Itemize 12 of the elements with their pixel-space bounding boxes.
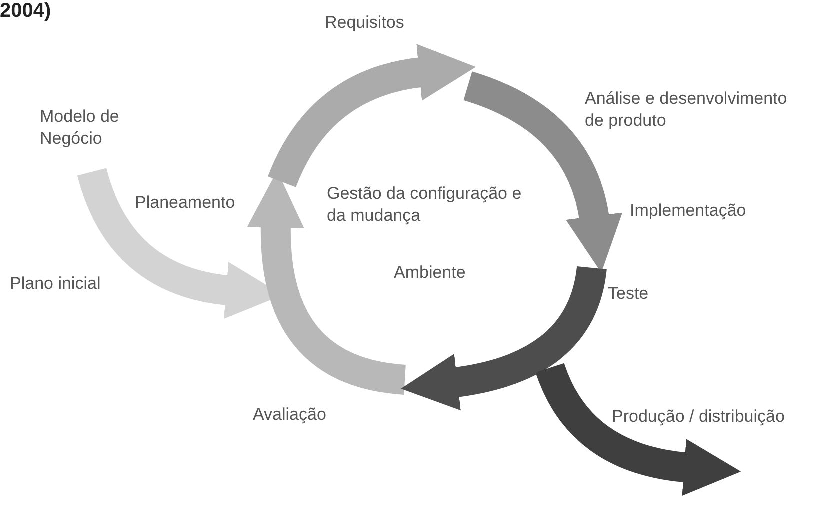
phase-label: Requisitos — [325, 13, 404, 32]
phase-label: Planeamento — [135, 193, 236, 212]
discipline-label: Gestão da configuração e da mudança — [327, 184, 522, 225]
phase-label: Modelo de Negócio — [40, 107, 120, 148]
heading-fragment: 2004) — [0, 0, 52, 22]
discipline-label: Ambiente — [394, 263, 466, 282]
phase-label: Análise e desenvolvimento de produto — [585, 89, 788, 130]
phase-label: Implementação — [630, 201, 746, 220]
phase-label: Produção / distribuição — [612, 407, 785, 426]
phase-label: Plano inicial — [10, 274, 101, 293]
phase-label: Teste — [608, 284, 649, 303]
phase-label: Avaliação — [253, 405, 326, 424]
